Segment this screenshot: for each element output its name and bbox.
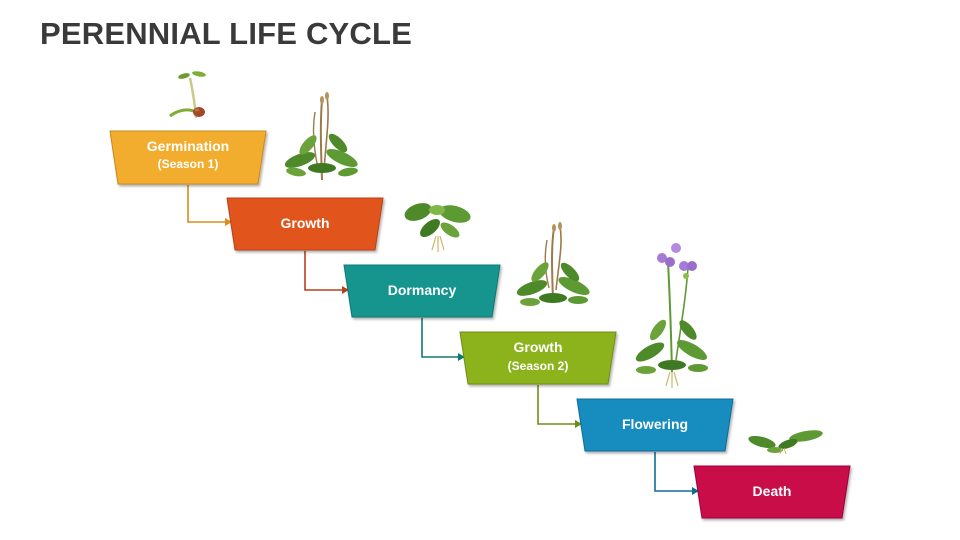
stage-growth-season-2: Growth (Season 2)	[459, 331, 617, 385]
stage-box	[226, 197, 384, 251]
stage-label: Growth	[514, 339, 563, 355]
seedling-icon	[169, 71, 206, 119]
stage-sublabel: (Season 1)	[158, 157, 219, 171]
connector-2	[304, 251, 349, 291]
arrowhead-3	[458, 353, 465, 361]
rosette-plant-icon	[284, 92, 358, 181]
stage-label: Germination	[147, 138, 229, 154]
connector-4	[537, 385, 582, 425]
wilted-plant-icon	[748, 430, 823, 455]
connector-3	[421, 318, 465, 358]
stage-growth: Growth	[226, 197, 384, 251]
stage-box	[576, 398, 734, 452]
connectors	[187, 185, 699, 495]
stage-label: Growth	[281, 215, 330, 231]
page-title: PERENNIAL LIFE CYCLE	[40, 16, 413, 51]
connector-1	[187, 185, 232, 223]
stage-label: Dormancy	[388, 282, 457, 298]
stage-flowering: Flowering	[576, 398, 734, 452]
arrowhead-1	[225, 218, 232, 226]
stage-germination: Germination (Season 1)	[109, 130, 267, 185]
leafy-plant-icon	[404, 203, 471, 252]
stage-box	[459, 331, 617, 385]
flowering-plant-icon	[635, 243, 708, 388]
stage-box	[693, 465, 851, 519]
stage-label: Death	[753, 483, 792, 499]
stage-box	[109, 130, 267, 185]
stage-sublabel: (Season 2)	[508, 359, 569, 373]
stage-death: Death	[693, 465, 851, 519]
connector-5	[654, 452, 699, 492]
arrowhead-2	[342, 286, 349, 294]
arrowhead-4	[575, 420, 582, 428]
stage-box	[343, 264, 501, 318]
stage-label: Flowering	[622, 416, 688, 432]
arrowhead-5	[692, 487, 699, 495]
rosette-plant-icon	[516, 222, 590, 306]
stage-dormancy: Dormancy	[343, 264, 501, 318]
